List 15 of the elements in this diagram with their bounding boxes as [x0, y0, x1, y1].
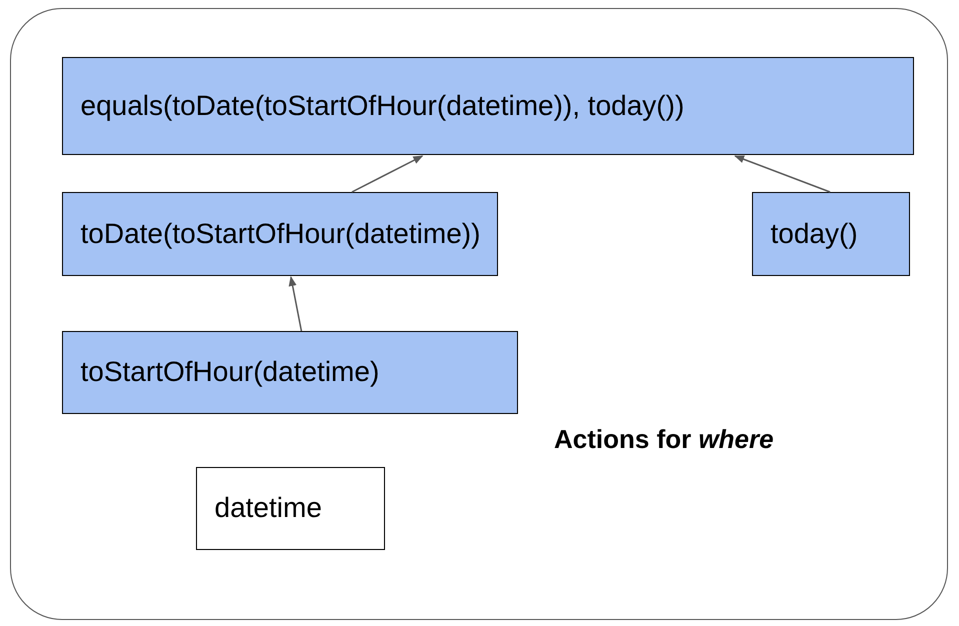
- rounded-frame: [10, 8, 948, 620]
- function-label: equals(toDate(toStartOfHour(datetime)), today()): [80, 90, 684, 122]
- function-box: [62, 330, 518, 414]
- arrow: [734, 155, 830, 193]
- function-box: [196, 466, 384, 550]
- function-label: toStartOfHour(datetime): [80, 356, 380, 388]
- function-box: [62, 192, 498, 276]
- arrow: [352, 155, 424, 193]
- function-box: [752, 192, 910, 276]
- function-label: datetime: [214, 492, 322, 524]
- frame-heading: Actions for where: [554, 424, 774, 455]
- function-label: toDate(toStartOfHour(datetime)): [80, 218, 480, 250]
- function-label: today(): [770, 218, 858, 250]
- arrow: [288, 276, 302, 332]
- function-box: [62, 56, 914, 154]
